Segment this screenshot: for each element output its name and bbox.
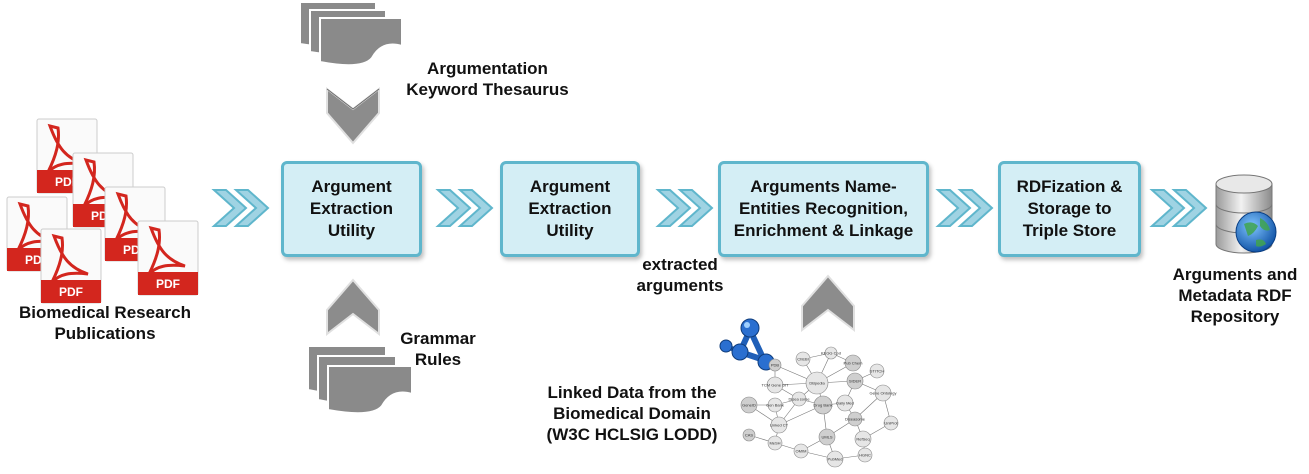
extracted-arguments-label: extracted arguments bbox=[636, 255, 724, 295]
flow-chevron-icon bbox=[435, 189, 494, 227]
lod-node-label: TCM Gene DIT bbox=[761, 383, 789, 388]
lod-node bbox=[826, 450, 844, 468]
lod-node bbox=[846, 372, 864, 390]
pdf-text: PDF bbox=[156, 277, 180, 291]
flow-chevron-icon bbox=[655, 189, 714, 227]
lod-node-label: KEGG Cpd bbox=[821, 351, 841, 356]
lod-node bbox=[883, 415, 899, 431]
lod-node-label: PubMed bbox=[828, 457, 843, 462]
lod-node bbox=[847, 411, 863, 427]
lod-node-label: DBpedia bbox=[809, 381, 825, 386]
lod-node-label: Drug Bank bbox=[814, 403, 833, 408]
lod-node bbox=[857, 447, 873, 463]
argument-extraction-box-2: Argument Extraction Utility bbox=[500, 161, 640, 257]
flow-chevron-icon bbox=[211, 189, 270, 227]
lod-node bbox=[766, 376, 784, 394]
lod-node-label: Linked CT bbox=[770, 423, 789, 428]
publications-label: Biomedical Research Publications bbox=[19, 303, 191, 343]
pdf-text: PDF bbox=[59, 285, 83, 299]
thesaurus-down-arrow-icon bbox=[326, 86, 380, 145]
lod-node bbox=[844, 354, 862, 372]
lod-node-label: UMLS bbox=[821, 435, 832, 440]
lod-node-label: RefSeq bbox=[856, 437, 869, 442]
molecule-icon bbox=[719, 318, 775, 371]
lod-node-label: GeneID bbox=[742, 403, 756, 408]
lod-node-label: Gen Bank bbox=[766, 403, 784, 408]
grammar-document-stack-icon bbox=[307, 345, 413, 415]
lod-node-label: Daily Med bbox=[836, 401, 854, 406]
lod-node bbox=[793, 443, 809, 459]
grammar-up-arrow-icon bbox=[326, 278, 380, 337]
lod-node-label: MeSH bbox=[769, 441, 780, 446]
pdf-document-icon: PDF bbox=[40, 228, 102, 304]
database-globe-icon bbox=[1215, 174, 1277, 254]
lod-node-label: HGNC bbox=[859, 453, 871, 458]
lod-node bbox=[768, 358, 782, 372]
lod-node bbox=[767, 397, 783, 413]
lod-node-label: OMIM bbox=[796, 449, 807, 454]
lod-node-label: UniProt bbox=[884, 421, 898, 426]
lod-node bbox=[770, 416, 788, 434]
lod-node bbox=[742, 428, 756, 442]
lod-node-label: ChEBI bbox=[797, 357, 809, 362]
lod-node-label: STITCH bbox=[870, 369, 885, 374]
lod-node bbox=[854, 430, 872, 448]
lod-node bbox=[795, 351, 811, 367]
lod-node-label: Disea some bbox=[788, 397, 810, 402]
lod-node bbox=[874, 384, 892, 402]
thesaurus-document-stack-icon bbox=[299, 1, 403, 67]
ner-enrichment-linkage-box: Arguments Name- Entities Recognition, En… bbox=[718, 161, 929, 257]
lod-node-label: PDB bbox=[771, 363, 780, 368]
lod-node bbox=[824, 346, 838, 360]
linked-data-up-arrow-icon bbox=[801, 274, 855, 333]
lod-node-label: CAS bbox=[745, 433, 754, 438]
lod-node-label: Diseasome bbox=[845, 417, 866, 422]
lod-node bbox=[740, 396, 758, 414]
lod-node bbox=[836, 394, 854, 412]
repository-label: Arguments and Metadata RDF Repository bbox=[1172, 265, 1298, 326]
thesaurus-label: Argumentation Keyword Thesaurus bbox=[406, 59, 569, 99]
lod-node-label: SIDER bbox=[849, 379, 861, 384]
lod-node bbox=[869, 363, 885, 379]
argument-extraction-box-1: Argument Extraction Utility bbox=[281, 161, 422, 257]
linked-data-label: Linked Data from the Biomedical Domain (… bbox=[546, 383, 718, 444]
flow-chevron-icon bbox=[935, 189, 994, 227]
lod-node bbox=[813, 395, 833, 415]
rdfization-storage-box: RDFization & Storage to Triple Store bbox=[998, 161, 1141, 257]
lod-node bbox=[805, 371, 829, 395]
lod-node-label: Pub Chem bbox=[844, 361, 864, 366]
flow-chevron-icon bbox=[1149, 189, 1208, 227]
grammar-rules-label: Grammar Rules bbox=[400, 329, 476, 369]
lod-node bbox=[818, 428, 836, 446]
lod-node-label: Gene Ontology bbox=[870, 391, 897, 396]
lod-node bbox=[767, 435, 783, 451]
lod-node bbox=[791, 391, 807, 407]
pdf-document-icon: PDF bbox=[137, 220, 199, 296]
